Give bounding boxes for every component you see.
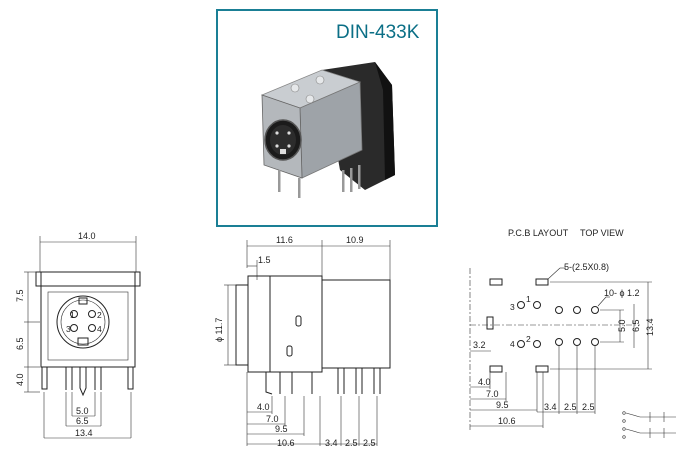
pcb-hole (517, 340, 525, 348)
front-spacing-outer: 13.4 (75, 428, 93, 438)
front-width-label: 14.0 (78, 231, 96, 241)
side-offset: 1.5 (258, 255, 271, 265)
slot-pad (535, 365, 549, 373)
slot-pad (535, 278, 549, 286)
pcb-pin-1: 1 (526, 294, 531, 304)
front-pin-1: 1 (70, 310, 75, 320)
pcb-dim-134: 13.4 (645, 318, 655, 336)
pcb-hole (555, 306, 563, 314)
slot-pad (486, 316, 494, 330)
pcb-dim-95: 9.5 (496, 400, 509, 410)
pcb-hole (573, 338, 581, 346)
front-view: 14.0 1 2 3 4 7.5 6.5 4.0 (15, 231, 141, 439)
pcb-hole (517, 301, 525, 309)
pcb-pin-3: 3 (510, 302, 515, 312)
pcb-dim-65: 6.5 (631, 319, 641, 332)
pcb-view-label: TOP VIEW (580, 228, 624, 238)
socket-outline (56, 295, 110, 349)
front-mid-height: 6.5 (15, 337, 25, 350)
pcb-dim-7: 7.0 (486, 389, 499, 399)
pcb-hole (591, 338, 599, 346)
pcb-hole (573, 306, 581, 314)
connector-photo (260, 62, 395, 198)
front-pin-3: 3 (66, 324, 71, 334)
side-dim-7: 7.0 (266, 414, 279, 424)
side-spacing-34: 3.4 (325, 438, 338, 448)
model-title: DIN-433K (336, 22, 420, 43)
pcb-layout: P.C.B LAYOUT TOP VIEW 5-(2.5X0.8) 3 1 4 … (469, 228, 676, 439)
pcb-pin-4: 4 (510, 339, 515, 349)
pcb-dim-32: 3.2 (473, 340, 486, 350)
pcb-hole-label: 10- ϕ 1.2 (604, 288, 640, 298)
side-spacing-25a: 2.5 (345, 438, 358, 448)
pcb-dim-4: 4.0 (478, 377, 491, 387)
front-pin-2: 2 (97, 310, 102, 320)
pcb-title: P.C.B LAYOUT (508, 228, 569, 238)
pcb-dim-106: 10.6 (498, 416, 516, 426)
front-bottom-height: 4.0 (15, 373, 25, 386)
side-dim-95: 9.5 (275, 424, 288, 434)
front-pin-4: 4 (97, 324, 102, 334)
side-left-section: 11.6 (276, 235, 293, 245)
side-body (321, 279, 391, 369)
side-dim-106: 10.6 (277, 438, 295, 448)
pcb-hole (555, 338, 563, 346)
slot-pad (489, 365, 503, 373)
pcb-spacing-25b: 2.5 (582, 402, 595, 412)
pcb-slot-label: 5-(2.5X0.8) (564, 262, 609, 272)
side-right-section: 10.9 (346, 235, 364, 245)
side-dim-4: 4.0 (257, 402, 270, 412)
side-diameter: ϕ 11.7 (214, 318, 224, 342)
slot-pad (489, 278, 503, 286)
side-spacing-25b: 2.5 (363, 438, 376, 448)
pcb-dim-50: 5.0 (617, 319, 627, 332)
pcb-hole (533, 340, 541, 348)
pcb-spacing-34: 3.4 (544, 402, 557, 412)
switch-schematic-icon (622, 411, 676, 439)
pcb-hole (533, 301, 541, 309)
pcb-hole (591, 306, 599, 314)
front-spacing-inner: 5.0 (76, 406, 89, 416)
front-top-height: 7.5 (15, 289, 25, 302)
pcb-spacing-25a: 2.5 (564, 402, 577, 412)
side-view: 11.6 10.9 1.5 ϕ 11.7 (214, 235, 391, 448)
pcb-pin-2: 2 (526, 334, 531, 344)
product-photo-panel: DIN-433K (216, 9, 438, 227)
front-spacing-middle: 6.5 (76, 416, 89, 426)
